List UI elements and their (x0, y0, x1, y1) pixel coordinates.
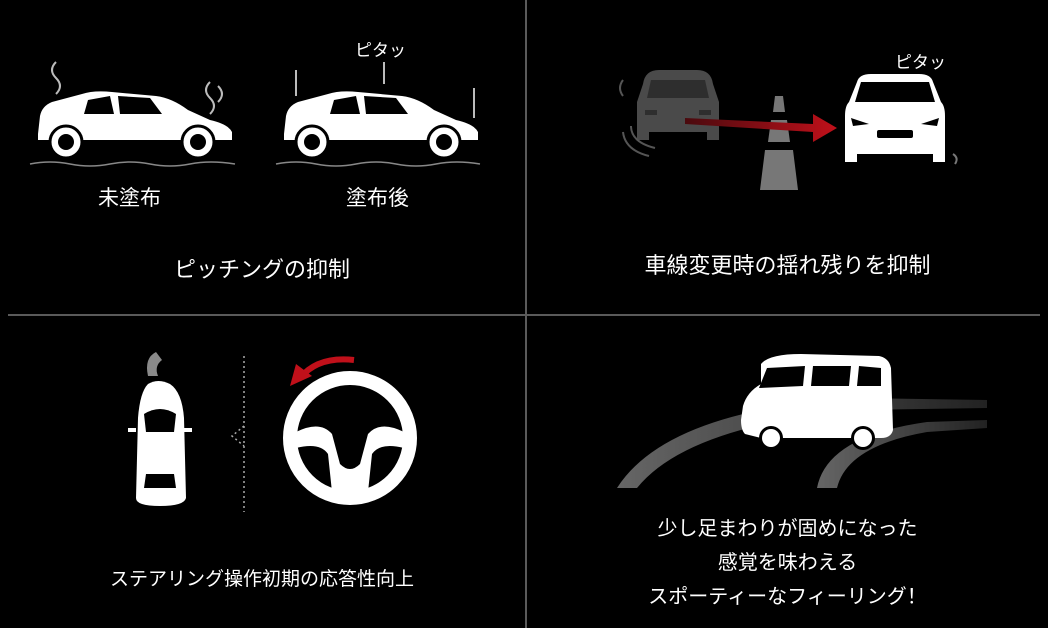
front-car-icon (845, 74, 945, 162)
car-before-icon (38, 91, 232, 160)
ghost-car-icon (637, 70, 719, 140)
panel-pitching: ピタッ 未塗布 塗布後 ピッチングの抑制 (0, 0, 524, 313)
caption-pitching: ピッチングの抑制 (173, 258, 350, 283)
caption-sporty-line2: 感覚を味わえる (717, 550, 858, 574)
steering-wheel-icon (283, 371, 417, 505)
label-before: 未塗布 (98, 186, 161, 210)
horizontal-divider (8, 314, 1040, 316)
sporty-illustration (617, 354, 987, 488)
steering-illustration (128, 352, 417, 512)
minivan-icon (741, 354, 893, 450)
bounce-mark-icon (51, 61, 61, 95)
caption-sporty-line3: スポーティーなフィーリング！ (648, 584, 927, 608)
label-after: 塗布後 (346, 186, 409, 210)
top-view-car-icon (128, 381, 192, 506)
car-after-icon (284, 91, 478, 160)
lane-change-illustration (619, 70, 958, 190)
lane-change-tag-label: ピタッ (895, 53, 946, 73)
caption-sporty-line1: 少し足まわりが固めになった (657, 516, 918, 540)
panel-sporty: 少し足まわりが固めになった 感覚を味わえる スポーティーなフィーリング！ (527, 316, 1048, 628)
pitching-tag-label: ピタッ (355, 41, 406, 61)
panel-steering: ステアリング操作初期の応答性向上 (0, 316, 524, 628)
caption-lane-change: 車線変更時の揺れ残りを抑制 (644, 254, 931, 279)
lane-change-arrow-icon (685, 114, 837, 142)
panel-lane-change: ピタッ 車線変更時の揺れ残りを抑制 (527, 0, 1048, 313)
caption-steering: ステアリング操作初期の応答性向上 (109, 568, 414, 590)
pitching-illustration (29, 61, 481, 167)
